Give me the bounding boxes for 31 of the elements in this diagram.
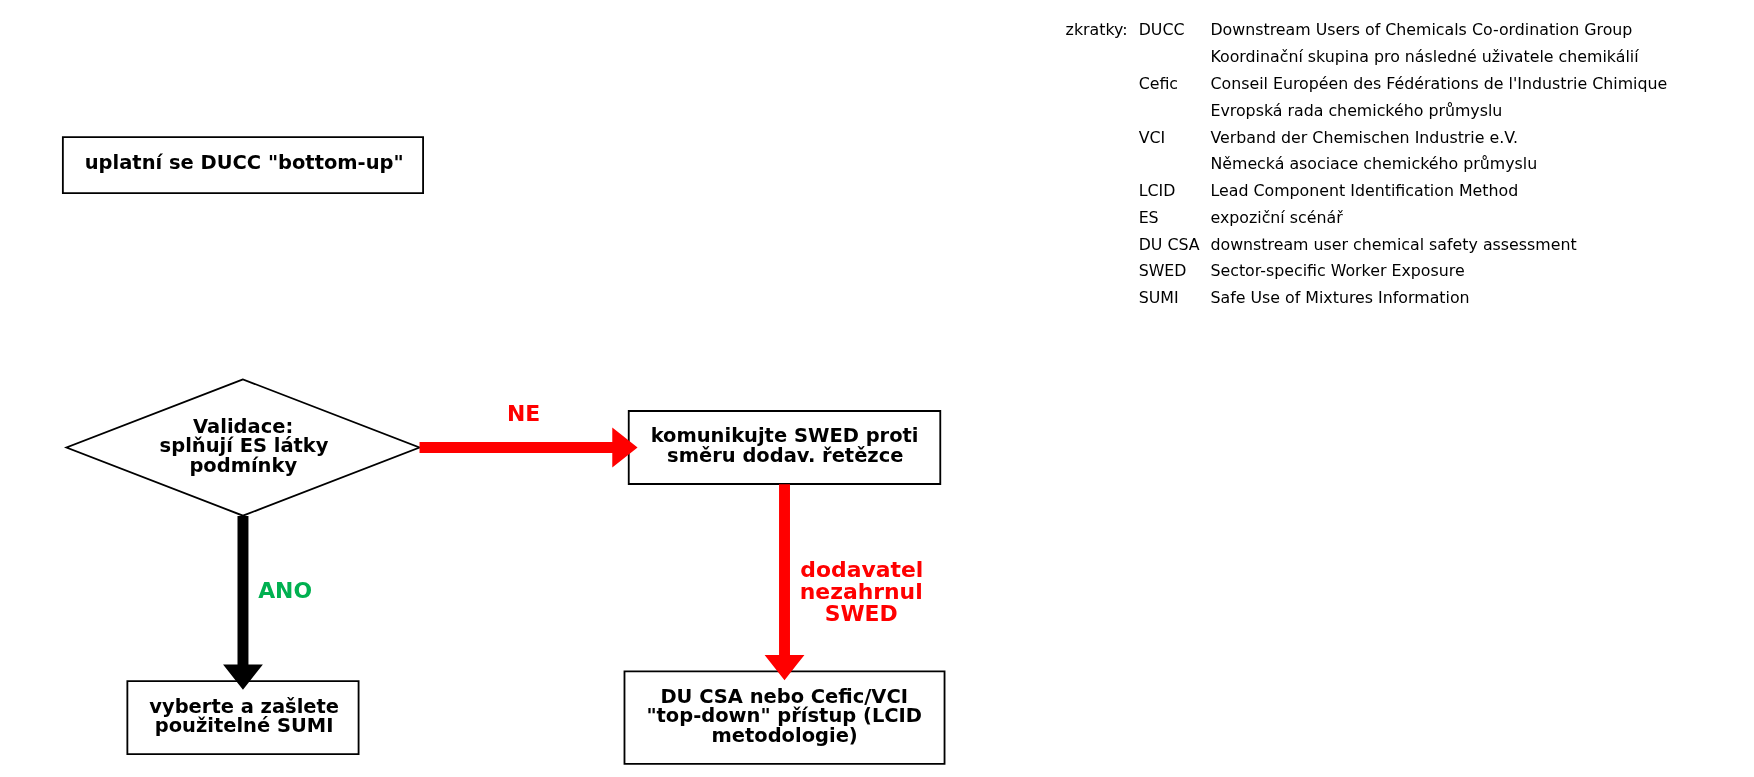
- label: Downstream Users of Chemicals Co-ordination Group: [1210, 20, 1633, 40]
- label: SWED: [1138, 261, 1187, 281]
- label: expoziční scénář: [1210, 207, 1343, 227]
- node-box: vyberte a zašlete použitelné SUMI: [126, 680, 360, 756]
- label: DUCC: [1138, 20, 1185, 40]
- label: Conseil Européen des Fédérations de l'Industrie Chimique: [1210, 74, 1668, 94]
- label: VCI: [1138, 127, 1166, 147]
- node-diamond: Validace: splňují ES látky podmínky: [64, 378, 422, 517]
- label: Sector-specific Worker Exposure: [1210, 261, 1465, 281]
- label: LCID: [1138, 181, 1176, 201]
- node-box: komunikujte SWED proti směru dodav. řetězce: [627, 410, 942, 485]
- label: Cefic: [1138, 74, 1179, 94]
- label: Lead Component Identification Method: [1210, 181, 1519, 201]
- label: Německá asociace chemického průmyslu: [1210, 154, 1538, 174]
- label: SUMI: [1138, 288, 1179, 308]
- arrow: [419, 427, 638, 468]
- label: ES: [1138, 207, 1159, 227]
- label: Safe Use of Mixtures Information: [1210, 288, 1470, 308]
- label: downstream user chemical safety assessment: [1210, 234, 1577, 254]
- label: zkratky:: [1065, 20, 1128, 40]
- edge-label: ANO: [258, 577, 313, 603]
- edge-label: NE: [507, 401, 541, 427]
- label: Verband der Chemischen Industrie e.V.: [1210, 127, 1519, 147]
- label: DU CSA: [1138, 234, 1200, 254]
- label: Evropská rada chemického průmyslu: [1210, 100, 1503, 120]
- edge-label: dodavatel nezahrnul SWED: [799, 557, 924, 626]
- arrow: [223, 515, 263, 690]
- node-box: uplatní se DUCC "bottom-up": [61, 136, 424, 195]
- label: Koordinační skupina pro následné uživatele chemikálií: [1210, 47, 1639, 67]
- arrow: [764, 484, 805, 681]
- node-box: DU CSA nebo Cefic/VCI "top-down" přístup (LCID metodologie): [623, 670, 946, 765]
